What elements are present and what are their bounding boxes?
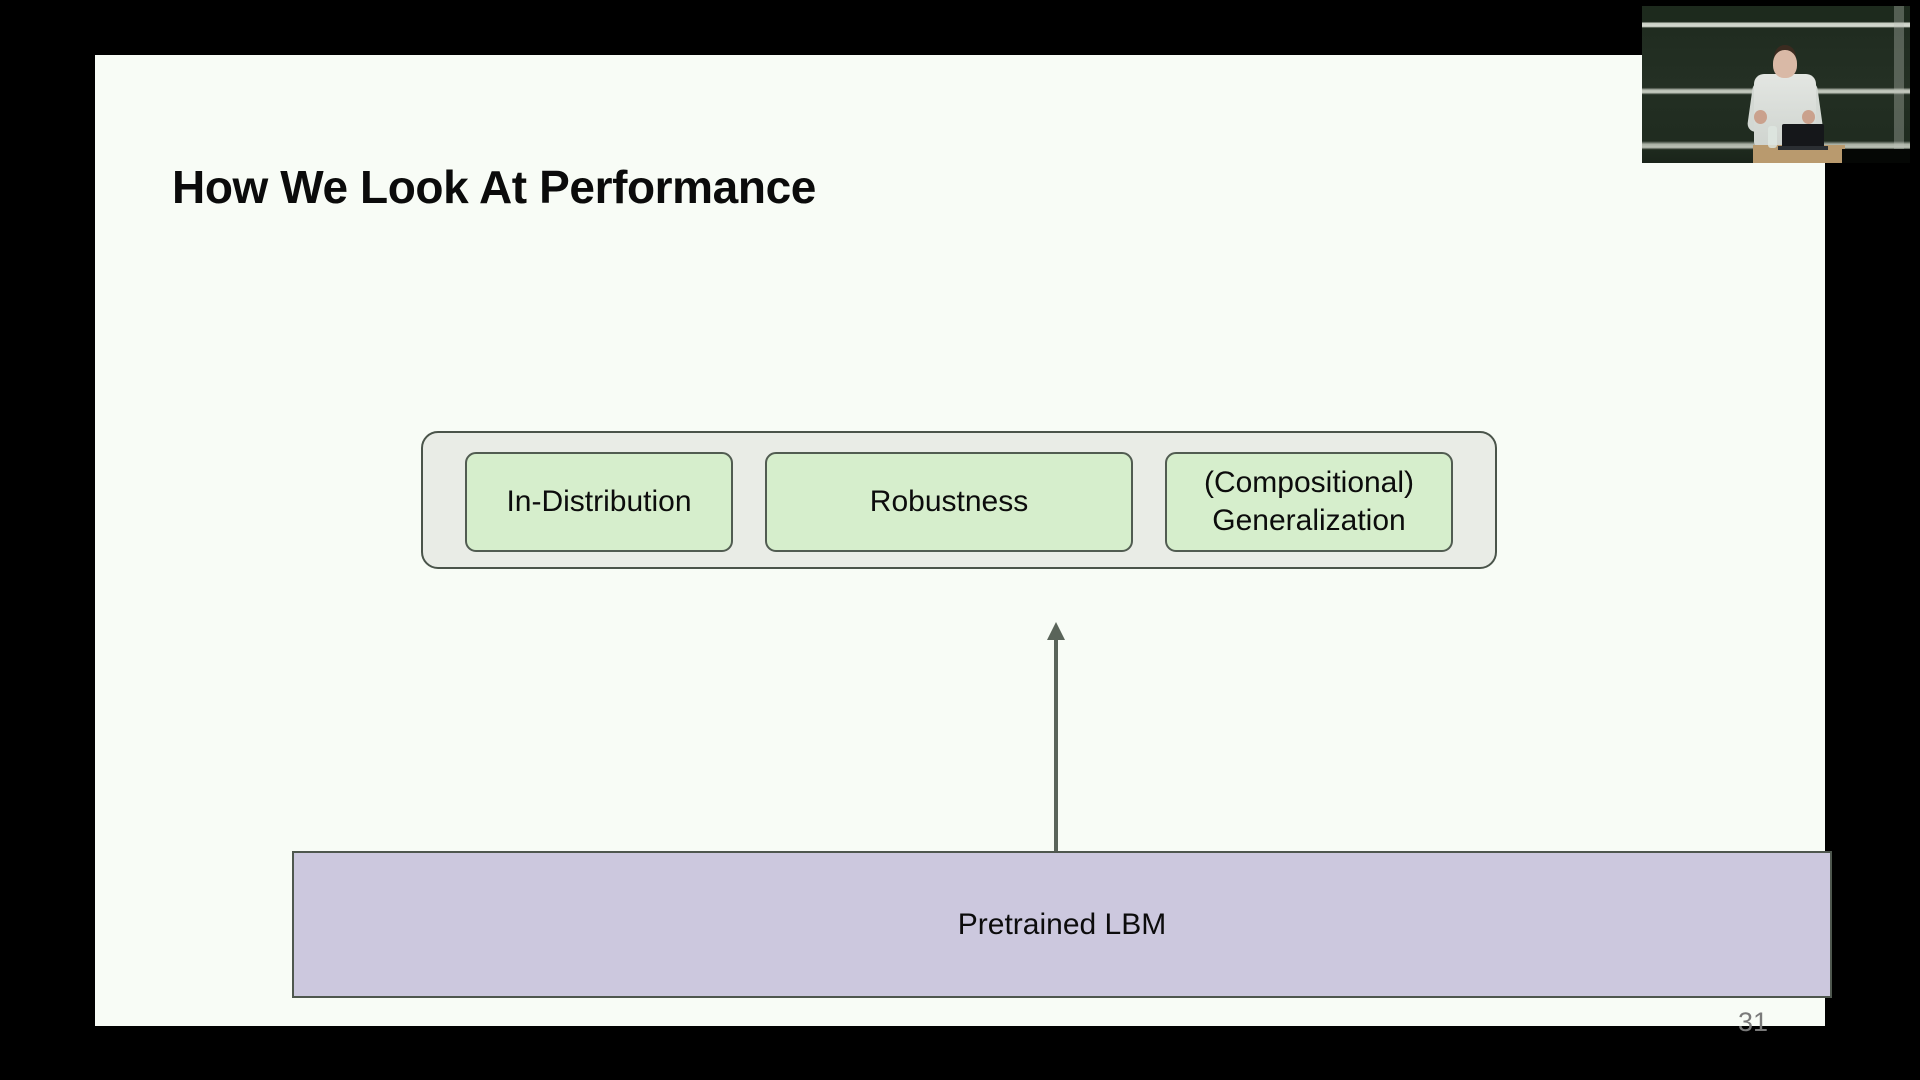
chalkboard-right-edge bbox=[1894, 6, 1904, 163]
eval-box-in-distribution: In-Distribution bbox=[465, 452, 733, 552]
pip-corner-shadow bbox=[1842, 149, 1910, 163]
eval-box-label-line: In-Distribution bbox=[506, 485, 692, 519]
presenter-webcam-feed[interactable] bbox=[1642, 6, 1910, 163]
pretrained-lbm-bar: Pretrained LBM bbox=[292, 851, 1832, 998]
presenter-head bbox=[1773, 50, 1797, 78]
presenter-left-hand bbox=[1754, 110, 1767, 124]
page-title: How We Look At Performance bbox=[172, 161, 816, 213]
eval-box-label-line: (Compositional) bbox=[1203, 466, 1415, 500]
eval-box-compositional-generalization-lines: (Compositional) Generalization bbox=[1204, 464, 1414, 540]
upward-arrow-icon bbox=[1047, 622, 1065, 853]
eval-box-label-line: Robustness bbox=[869, 485, 1029, 519]
eval-box-robustness-lines: Robustness bbox=[870, 483, 1028, 521]
presenter-right-hand bbox=[1802, 110, 1815, 124]
pretrained-lbm-label: Pretrained LBM bbox=[957, 907, 1167, 941]
water-bottle bbox=[1768, 126, 1777, 148]
eval-box-label-line: Generalization bbox=[1212, 504, 1406, 537]
eval-box-compositional-generalization: (Compositional) Generalization bbox=[1165, 452, 1453, 552]
slide-page-number: 31 bbox=[1737, 1007, 1768, 1037]
eval-box-in-distribution-lines: In-Distribution bbox=[506, 483, 691, 521]
laptop-base bbox=[1778, 146, 1828, 150]
eval-box-robustness: Robustness bbox=[765, 452, 1133, 552]
laptop-screen bbox=[1782, 124, 1824, 148]
evaluation-axes-container: In-Distribution Robustness (Compositiona… bbox=[421, 431, 1497, 569]
presentation-slide: How We Look At Performance In-Distributi… bbox=[95, 55, 1832, 1037]
